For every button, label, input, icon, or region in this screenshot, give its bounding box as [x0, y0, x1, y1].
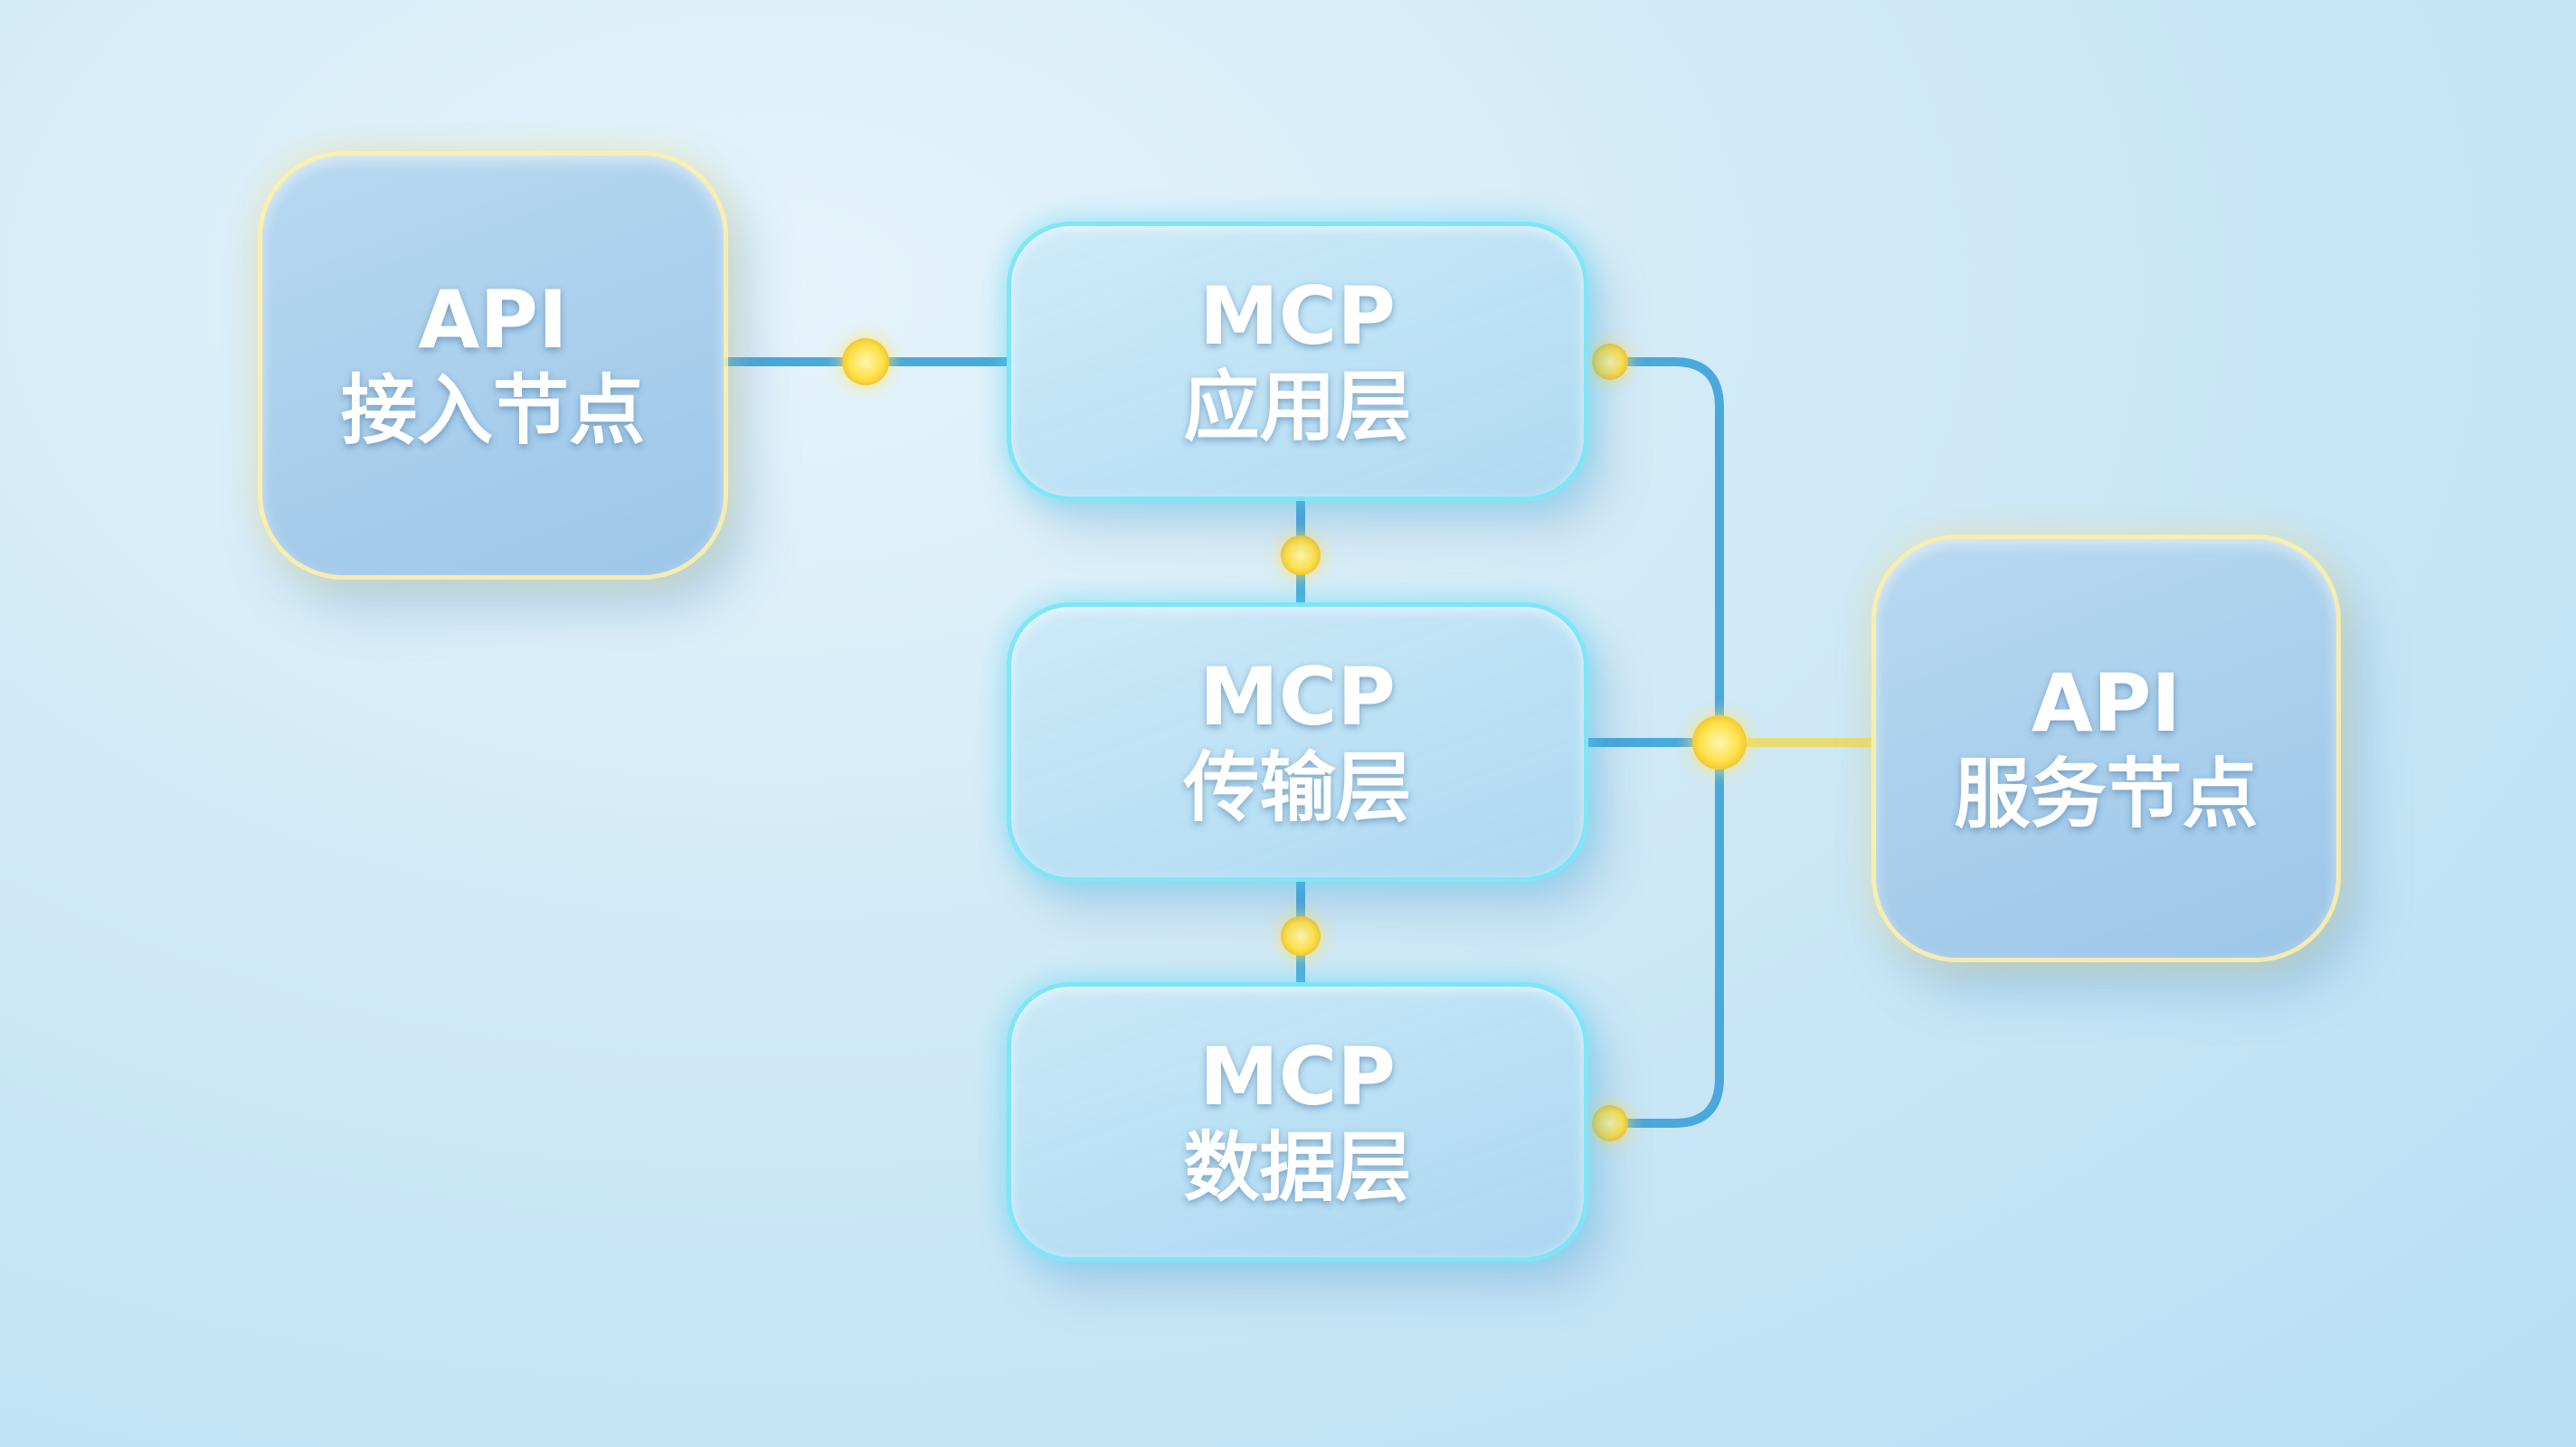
junction-dot [1592, 1105, 1628, 1141]
junction-dot [1592, 344, 1628, 380]
mcp-data-layer: MCP 数据层 [1007, 982, 1588, 1262]
node-subtitle: 接入节点 [340, 366, 645, 456]
node-title: MCP [1199, 269, 1396, 363]
junction-dot [1281, 535, 1321, 575]
api-service-node: API 服务节点 [1876, 539, 2336, 958]
node-title: MCP [1199, 1029, 1396, 1123]
node-title: API [418, 273, 568, 366]
junction-dot [1281, 916, 1321, 956]
junction-dot [842, 338, 889, 385]
node-title: MCP [1199, 649, 1396, 743]
junction-dot [1692, 715, 1747, 770]
node-title: API [2031, 656, 2182, 750]
mcp-application-layer: MCP 应用层 [1007, 222, 1588, 501]
node-subtitle: 传输层 [1183, 742, 1412, 832]
node-subtitle: 应用层 [1183, 362, 1412, 451]
node-subtitle: 服务节点 [1954, 749, 2259, 838]
mcp-transport-layer: MCP 传输层 [1007, 602, 1588, 882]
api-access-node: API 接入节点 [262, 156, 724, 575]
node-subtitle: 数据层 [1183, 1122, 1412, 1212]
